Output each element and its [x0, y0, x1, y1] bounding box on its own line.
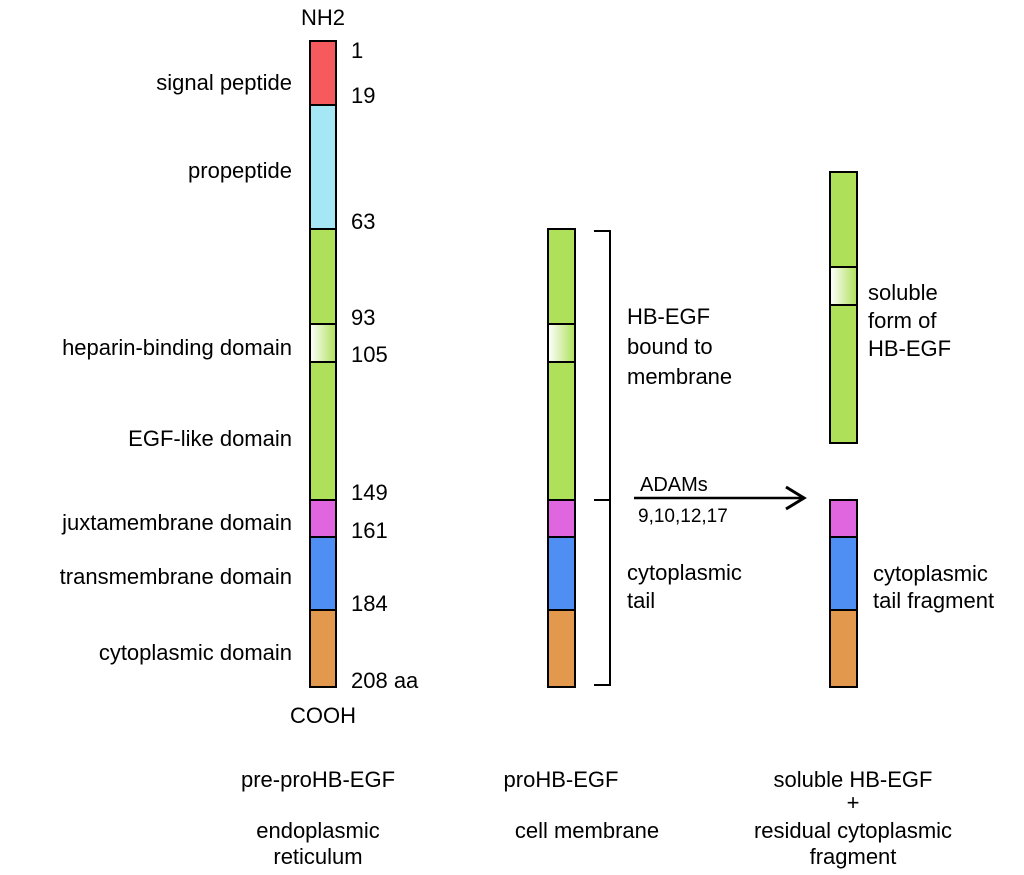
juxtamembrane-segment	[829, 499, 858, 538]
fragment-label-line1: cytoplasmic	[873, 561, 988, 586]
egf-upper-segment	[829, 171, 858, 268]
egf-like-segment	[309, 361, 337, 501]
col2-location-caption: cell membrane	[515, 818, 659, 843]
cytoplasmic-segment	[309, 609, 337, 688]
enzyme-label-line1: ADAMs	[640, 474, 708, 496]
soluble-hbegf-bar	[829, 171, 858, 444]
preprohbegf-bar	[309, 40, 337, 688]
egf-upper-segment	[309, 228, 337, 325]
residue-161: 161	[351, 518, 388, 543]
fragment-label-line2: tail fragment	[873, 588, 994, 613]
egf-upper-segment	[547, 228, 576, 325]
heparin-binding-label: heparin-binding domain	[62, 335, 292, 360]
soluble-label-line3: HB-EGF	[868, 336, 951, 361]
soluble-label-line1: soluble	[868, 280, 938, 305]
residue-105: 105	[351, 342, 388, 367]
residue-19: 19	[351, 83, 375, 108]
col1-location-line2: reticulum	[273, 844, 362, 869]
n-terminus-label: NH2	[301, 5, 345, 30]
propeptide-label: propeptide	[188, 158, 292, 183]
transmembrane-segment	[309, 536, 337, 611]
prohbegf-bar	[547, 228, 576, 688]
col3-name-line1: soluble HB-EGF	[774, 767, 933, 792]
cytoplasmic-segment	[829, 609, 858, 688]
heparin-binding-segment	[547, 323, 576, 363]
egf-like-label: EGF-like domain	[128, 426, 292, 451]
heparin-binding-segment	[829, 266, 858, 306]
c-terminus-label: COOH	[290, 703, 356, 728]
col3-name-line2: residual cytoplasmic	[754, 818, 952, 843]
egf-like-segment	[547, 361, 576, 501]
signal-peptide-segment	[309, 40, 337, 106]
cytoplasmic-domain-label: cytoplasmic domain	[99, 640, 292, 665]
residue-184: 184	[351, 591, 388, 616]
tail-label-line1: cytoplasmic	[627, 560, 742, 585]
soluble-label-line2: form of	[868, 308, 937, 333]
juxtamembrane-segment	[309, 499, 337, 538]
col1-location-line1: endoplasmic	[256, 818, 380, 843]
egf-like-segment	[829, 304, 858, 444]
residue-1: 1	[351, 38, 363, 63]
juxtamembrane-segment	[547, 499, 576, 538]
bound-label-line1: HB-EGF	[627, 304, 710, 329]
membrane-bracket	[594, 230, 611, 686]
tail-label-line2: tail	[627, 588, 655, 613]
cytoplasmic-segment	[547, 609, 576, 688]
bound-label-line2: bound to	[627, 334, 713, 359]
juxtamembrane-label: juxtamembrane domain	[61, 510, 292, 535]
col3-plus-sign: +	[847, 790, 860, 815]
residue-93: 93	[351, 305, 375, 330]
residue-149: 149	[351, 480, 388, 505]
transmembrane-segment	[829, 536, 858, 611]
enzyme-label-line2: 9,10,12,17	[638, 506, 728, 527]
cleavage-arrow	[634, 485, 807, 511]
bound-label-line3: membrane	[627, 364, 732, 389]
residue-63: 63	[351, 209, 375, 234]
col2-name-caption: proHB-EGF	[504, 767, 619, 792]
heparin-binding-segment	[309, 323, 337, 363]
cytoplasmic-fragment-bar	[829, 499, 858, 688]
col1-name-caption: pre-proHB-EGF	[241, 767, 395, 792]
transmembrane-segment	[547, 536, 576, 611]
residue-208: 208 aa	[351, 668, 419, 693]
propeptide-segment	[309, 104, 337, 230]
signal-peptide-label: signal peptide	[156, 70, 292, 95]
transmembrane-label: transmembrane domain	[60, 564, 292, 589]
col3-name-line3: fragment	[810, 844, 897, 869]
